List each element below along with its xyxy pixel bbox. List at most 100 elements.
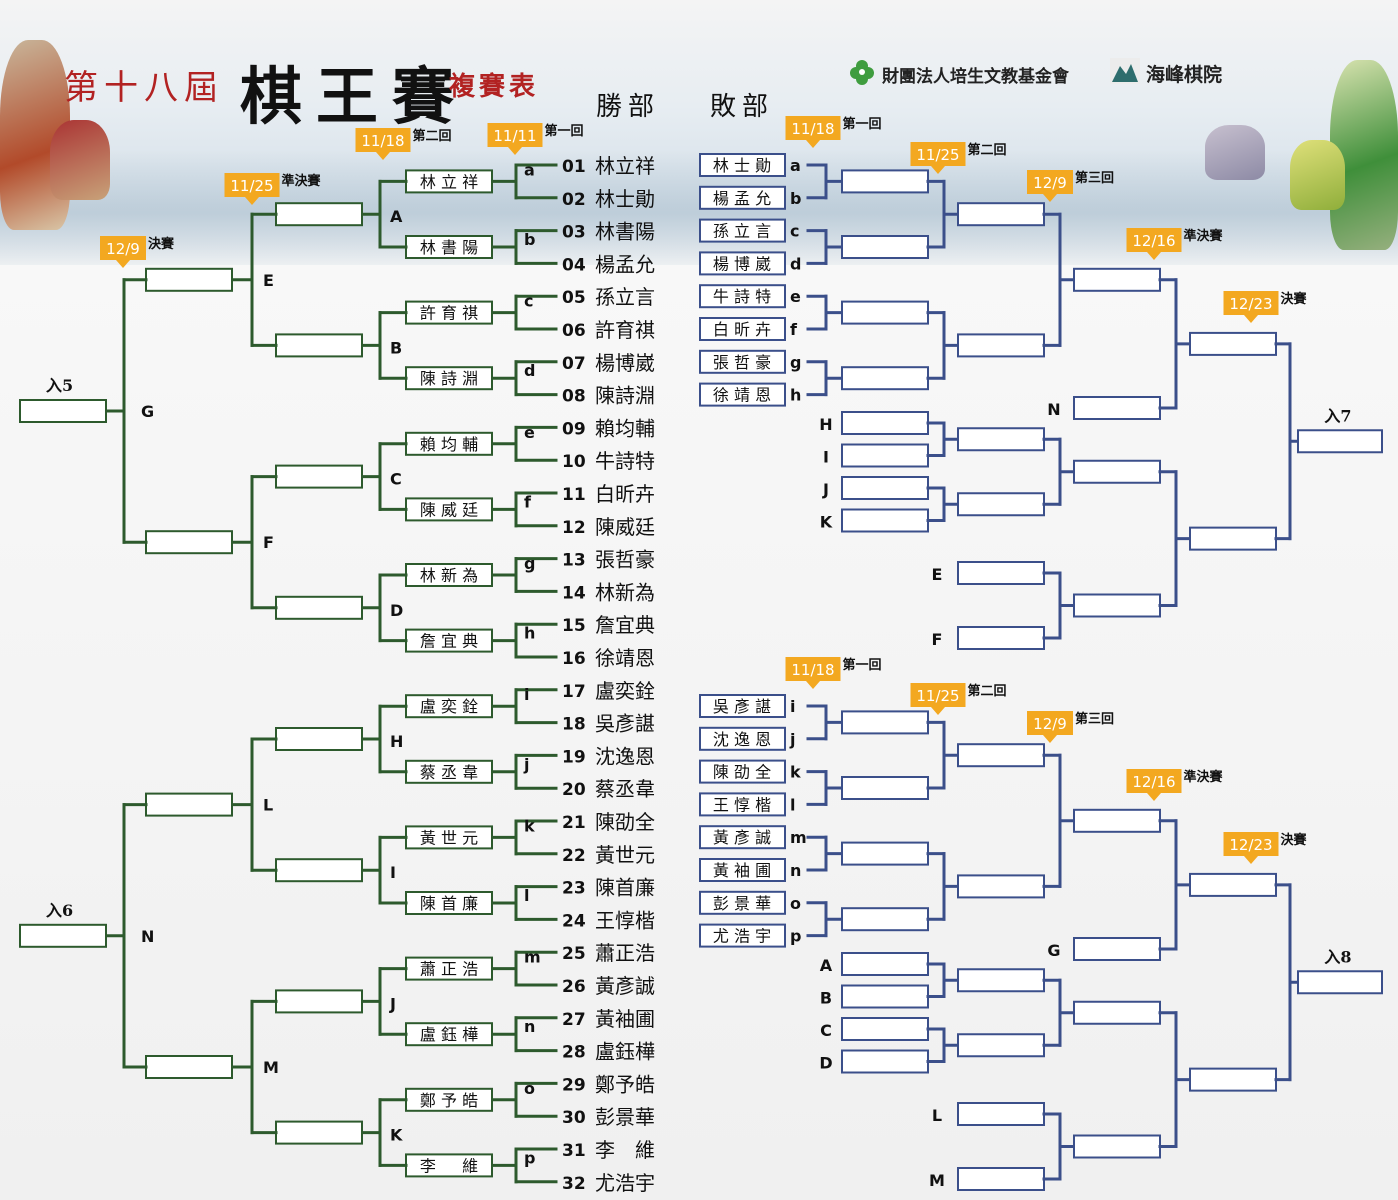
losers-slot bbox=[699, 923, 786, 948]
date-tag bbox=[1126, 769, 1182, 801]
round-name: 第一回 bbox=[843, 657, 882, 673]
winner-slot bbox=[275, 1120, 363, 1145]
round1-winner: 盧 鈺 樺 bbox=[420, 1025, 478, 1044]
match-label: l bbox=[790, 795, 795, 814]
title-main: 棋王賽 bbox=[240, 60, 469, 133]
date-label: 12/23 bbox=[1229, 295, 1272, 313]
seed-number: 19 bbox=[562, 747, 586, 767]
player-name: 盧鈺樺 bbox=[595, 1040, 655, 1064]
match-label: h bbox=[790, 386, 801, 405]
match-label: o bbox=[790, 894, 801, 913]
seed-number: 25 bbox=[562, 944, 586, 964]
player-name: 黃袖圃 bbox=[595, 1007, 655, 1031]
player-name: 蕭正浩 bbox=[595, 941, 655, 965]
losers-slot bbox=[1073, 593, 1161, 618]
seed-number: 21 bbox=[562, 813, 586, 833]
drop-label: H bbox=[819, 415, 832, 434]
player-name: 張哲豪 bbox=[595, 548, 655, 572]
player-name: 林立祥 bbox=[595, 154, 655, 178]
round1-winner: 許 育 祺 bbox=[420, 304, 478, 323]
round-name: 準決賽 bbox=[1184, 228, 1224, 244]
date-label: 11/18 bbox=[361, 132, 404, 150]
player-name: 尤浩宇 bbox=[595, 1171, 655, 1195]
losers-slot bbox=[699, 218, 786, 243]
date-label: 11/18 bbox=[791, 120, 834, 138]
losers-player: 林 士 勛 bbox=[713, 156, 771, 175]
drop-label: M bbox=[929, 1171, 945, 1190]
losers-slot bbox=[1073, 1134, 1161, 1159]
losers-slot bbox=[1073, 267, 1161, 292]
drop-label: C bbox=[820, 1021, 832, 1040]
losers-slot bbox=[699, 251, 786, 276]
date-label: 12/16 bbox=[1132, 232, 1175, 250]
losers-slot bbox=[957, 1167, 1045, 1191]
title-subtitle: 複賽表 bbox=[449, 72, 540, 102]
match-label: N bbox=[141, 927, 154, 946]
drop-label: K bbox=[820, 513, 833, 532]
match-label: i bbox=[524, 685, 529, 704]
seed-number: 13 bbox=[562, 551, 586, 571]
date-tag bbox=[910, 142, 966, 174]
date-label: 12/9 bbox=[1033, 174, 1067, 192]
losers-slot bbox=[841, 952, 929, 976]
player-name: 陳首廉 bbox=[595, 876, 655, 900]
losers-slot bbox=[957, 202, 1045, 227]
seed-number: 30 bbox=[562, 1108, 586, 1128]
losers-player: 陳 劭 全 bbox=[713, 763, 771, 782]
losers-slot bbox=[957, 626, 1045, 650]
date-label: 12/9 bbox=[106, 240, 140, 258]
match-label: m bbox=[524, 948, 541, 967]
round-name: 第二回 bbox=[413, 128, 452, 144]
losers-player: 黃 彥 誠 bbox=[713, 828, 771, 847]
losers-slot bbox=[1189, 331, 1277, 356]
losers-slot bbox=[957, 427, 1045, 452]
losers-header: 敗部 bbox=[710, 92, 775, 122]
player-name: 吳彥諶 bbox=[595, 712, 655, 736]
date-tag bbox=[487, 123, 543, 155]
match-label: B bbox=[390, 338, 402, 357]
winner-slot bbox=[275, 727, 363, 751]
match-label: j bbox=[789, 730, 795, 749]
date-tag bbox=[355, 128, 411, 160]
player-name: 蔡丞韋 bbox=[595, 777, 655, 801]
seed-number: 06 bbox=[562, 321, 586, 341]
date-tag bbox=[1126, 228, 1182, 260]
seed-number: 15 bbox=[562, 616, 586, 636]
seed-number: 24 bbox=[562, 911, 586, 931]
player-name: 李 維 bbox=[595, 1138, 655, 1162]
date-label: 11/25 bbox=[916, 146, 959, 164]
date-tag bbox=[1027, 170, 1073, 202]
match-label: j bbox=[523, 755, 529, 774]
round-name: 第一回 bbox=[545, 123, 584, 139]
losers-slot bbox=[841, 1017, 929, 1041]
date-tag bbox=[1223, 291, 1279, 323]
losers-slot bbox=[957, 561, 1045, 585]
seed-number: 01 bbox=[562, 157, 586, 177]
losers-slot bbox=[699, 694, 786, 718]
losers-player: 牛 詩 特 bbox=[713, 287, 771, 306]
losers-slot bbox=[699, 890, 786, 915]
seed-number: 07 bbox=[562, 354, 586, 374]
losers-player: 楊 博 崴 bbox=[713, 254, 771, 273]
player-name: 徐靖恩 bbox=[595, 646, 655, 670]
date-label: 11/25 bbox=[916, 687, 959, 705]
match-label: H bbox=[390, 732, 403, 751]
date-tag bbox=[1027, 711, 1073, 743]
match-label: a bbox=[524, 160, 535, 179]
match-label: p bbox=[790, 927, 801, 946]
losers-slot bbox=[841, 841, 929, 866]
match-label: d bbox=[790, 254, 801, 273]
winners-header: 勝部 bbox=[596, 92, 661, 122]
match-label: o bbox=[524, 1079, 535, 1098]
seed-number: 22 bbox=[562, 846, 586, 866]
losers-player: 王 惇 楷 bbox=[713, 795, 771, 814]
losers-slot bbox=[841, 907, 929, 932]
losers-player: 白 昕 卉 bbox=[713, 320, 771, 339]
final-slot bbox=[19, 399, 107, 423]
round-name: 準決賽 bbox=[1184, 769, 1224, 785]
drop-label: A bbox=[820, 956, 833, 975]
drop-label: G bbox=[1047, 941, 1060, 960]
losers-slot bbox=[1073, 937, 1161, 961]
title-generation: 第十八屆 bbox=[64, 68, 224, 108]
match-label: G bbox=[141, 402, 154, 421]
